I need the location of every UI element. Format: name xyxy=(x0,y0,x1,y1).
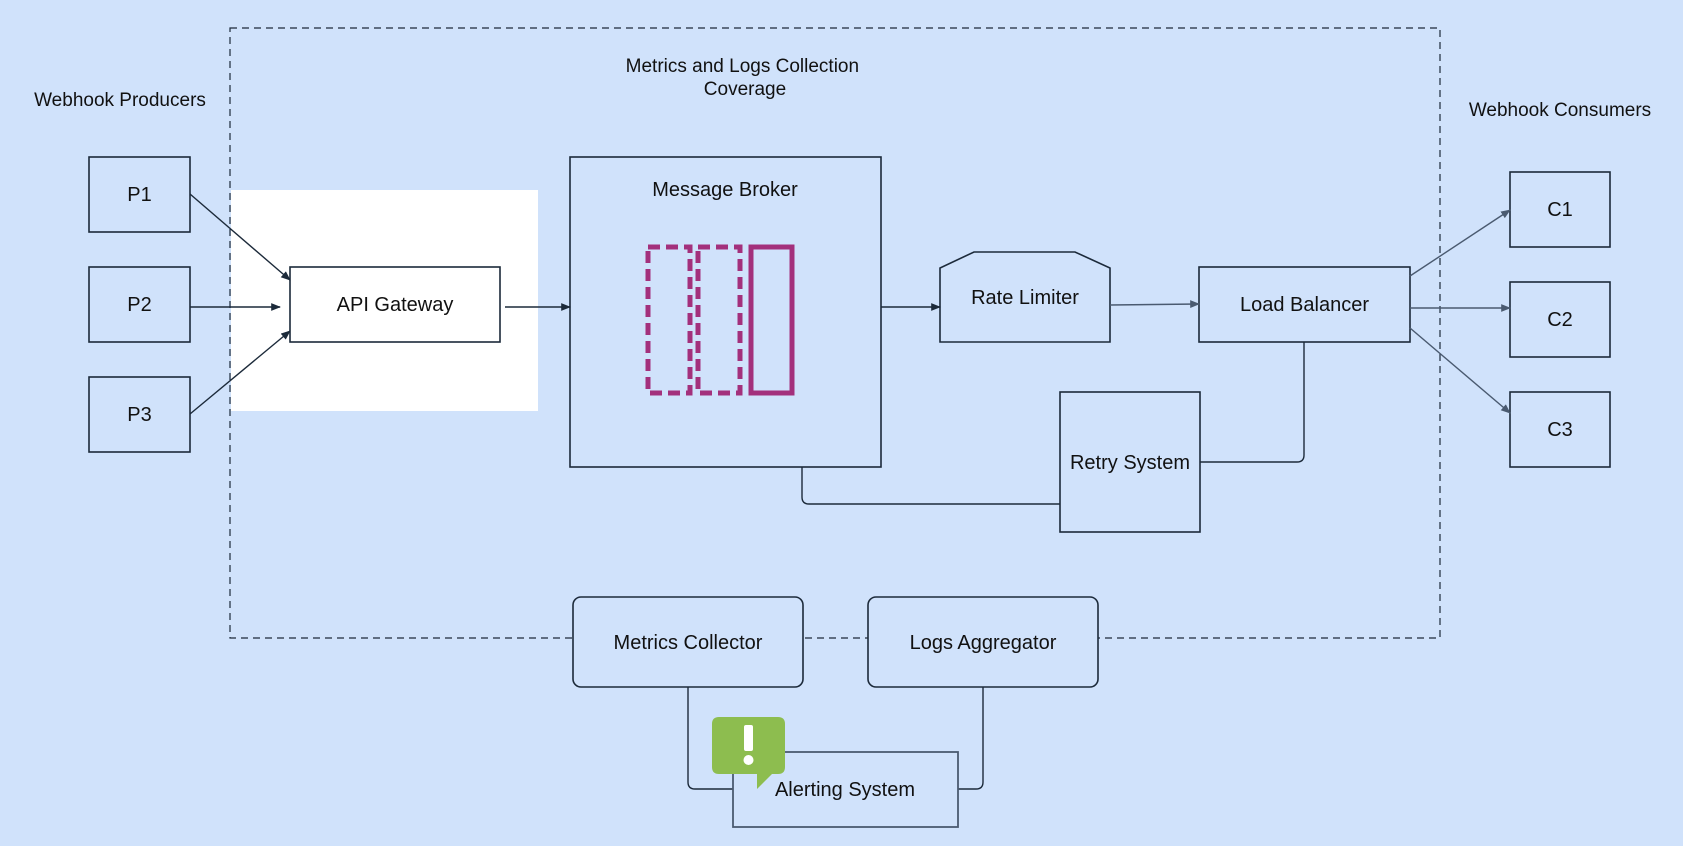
alert-speech-bubble-icon xyxy=(712,717,785,789)
producer-p3-label: P3 xyxy=(127,404,151,426)
edge-logs-to-alerting xyxy=(958,687,984,790)
logs-aggregator[interactable]: Logs Aggregator xyxy=(867,596,1099,688)
load-balancer-label: Load Balancer xyxy=(1240,294,1369,316)
metrics-collector[interactable]: Metrics Collector xyxy=(572,596,804,688)
producer-p1[interactable]: P1 xyxy=(88,156,191,233)
logs-aggregator-label: Logs Aggregator xyxy=(910,632,1057,654)
edge-p3-to-gateway xyxy=(189,330,291,415)
metrics-collector-label: Metrics Collector xyxy=(614,632,763,654)
rate-limiter[interactable]: Rate Limiter xyxy=(939,251,1111,343)
producer-p1-label: P1 xyxy=(127,184,151,206)
edge-rate-limiter-to-load-balancer xyxy=(1109,300,1200,309)
producer-p2-label: P2 xyxy=(127,294,151,316)
message-broker[interactable]: Message Broker xyxy=(569,156,882,468)
edge-retry-to-broker xyxy=(801,467,1060,505)
edge-lb-to-c3 xyxy=(1409,327,1511,414)
consumer-c1[interactable]: C1 xyxy=(1509,171,1611,248)
retry-system[interactable]: Retry System xyxy=(1059,391,1201,533)
message-queue-icon xyxy=(645,244,795,396)
edge-p1-to-gateway xyxy=(189,193,291,281)
load-balancer[interactable]: Load Balancer xyxy=(1198,266,1411,343)
edge-lb-to-c1 xyxy=(1409,209,1511,277)
edge-metrics-to-alerting xyxy=(687,687,733,790)
consumer-c1-label: C1 xyxy=(1547,199,1573,221)
producer-p3[interactable]: P3 xyxy=(88,376,191,453)
consumer-c3-label: C3 xyxy=(1547,419,1573,441)
message-broker-label: Message Broker xyxy=(652,179,798,201)
coverage-label: Metrics and Logs Collection Coverage xyxy=(626,56,865,100)
api-gateway-label: API Gateway xyxy=(337,294,454,316)
producers-group-label: Webhook Producers xyxy=(34,90,206,111)
consumers-group-label: Webhook Consumers xyxy=(1469,100,1651,121)
rate-limiter-label: Rate Limiter xyxy=(971,287,1079,309)
coverage-label-line-1: Metrics and Logs Collection xyxy=(626,56,859,77)
consumer-c3[interactable]: C3 xyxy=(1509,391,1611,468)
retry-system-label: Retry System xyxy=(1070,452,1190,474)
alerting-system-label: Alerting System xyxy=(775,779,915,801)
producer-p2[interactable]: P2 xyxy=(88,266,191,343)
api-gateway[interactable]: API Gateway xyxy=(289,266,501,343)
consumer-c2[interactable]: C2 xyxy=(1509,281,1611,358)
consumer-c2-label: C2 xyxy=(1547,309,1573,331)
coverage-boundary xyxy=(229,27,1441,639)
coverage-label-line-2: Coverage xyxy=(704,79,786,100)
edge-lb-to-retry xyxy=(1200,342,1305,463)
